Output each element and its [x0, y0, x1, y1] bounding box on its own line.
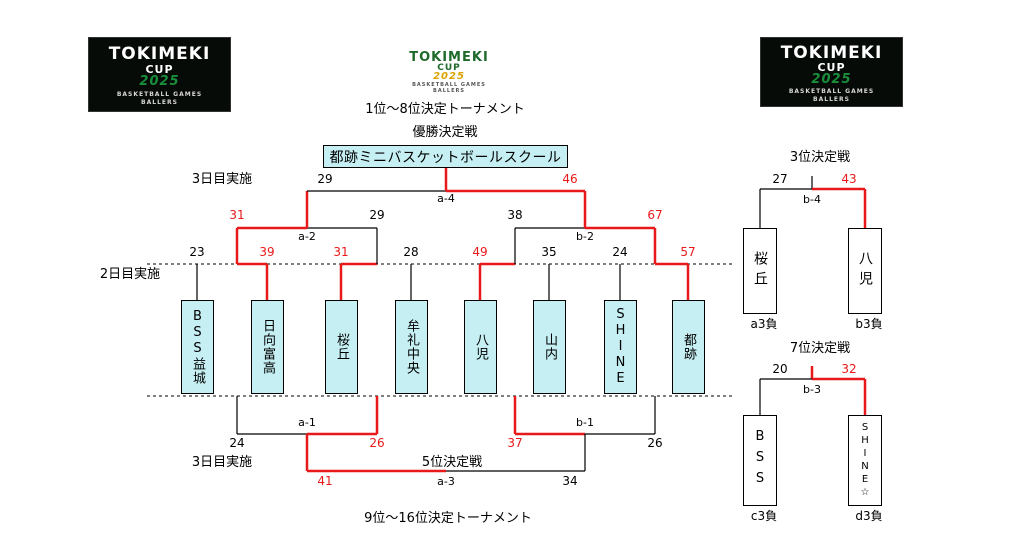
seventh-label: b-3	[803, 383, 821, 396]
fifth-label: 5位決定戦	[422, 455, 482, 470]
r1-2-score-right: 35	[541, 245, 556, 259]
logo-cup: CUP	[145, 63, 174, 76]
day3-top-label: 3日目実施	[192, 171, 252, 187]
third-score-right: 43	[841, 172, 856, 186]
team-box-4: 八児	[464, 300, 497, 394]
logo-cup: CUP	[437, 63, 461, 73]
semi-0-label: a-2	[298, 230, 316, 243]
semi-1-label: b-2	[576, 230, 594, 243]
logo-title: TOKIMEKI	[108, 44, 211, 64]
seventh-source-0: c3負	[751, 509, 777, 523]
seventh-source-1: d3負	[855, 509, 882, 523]
cons-0-score-right: 26	[369, 436, 384, 450]
logo-sub: BASKETBALL GAMES	[412, 82, 486, 88]
team-box-2: 桜丘	[325, 300, 358, 394]
day3-bottom-label: 3日目実施	[192, 454, 252, 470]
r1-0-score-left: 23	[189, 245, 204, 259]
champion-box: 都跡ミニバスケットボールスクール	[323, 145, 568, 168]
fifth-score-left: 41	[317, 474, 332, 488]
r1-3-score-right: 57	[680, 245, 695, 259]
team-box-6: SHINE	[604, 300, 637, 394]
logo-year: 2025	[139, 74, 180, 89]
semi-0-score-left: 31	[229, 208, 244, 222]
r1-2-score-left: 49	[472, 245, 487, 259]
seventh-score-right: 32	[841, 362, 856, 376]
team-box-3: 牟礼中央	[395, 300, 428, 394]
logo-sub: BASKETBALL GAMES	[116, 91, 203, 98]
third-title: 3位決定戦	[790, 150, 850, 165]
tokimeki-cup-logo-center: TOKIMEKI CUP 2025 BASKETBALL GAMES BALLE…	[395, 48, 503, 94]
third-team-box-1: 八児	[848, 228, 882, 314]
third-team-box-0: 桜丘	[743, 228, 777, 314]
logo-sub: BASKETBALL GAMES	[788, 88, 875, 95]
seventh-team-box-1: SHINE☆	[848, 415, 882, 506]
logo-title: TOKIMEKI	[409, 50, 489, 65]
semi-1-score-right: 67	[647, 208, 662, 222]
logo-year: 2025	[433, 71, 465, 82]
cons-0-label: a-1	[298, 416, 316, 429]
third-source-0: a3負	[751, 317, 778, 331]
cons-1-score-right: 26	[647, 436, 662, 450]
fifth-label-code: a-3	[437, 475, 455, 488]
day2-label: 2日目実施	[100, 266, 160, 282]
r1-1-score-left: 31	[333, 245, 348, 259]
r1-3-score-left: 24	[612, 245, 627, 259]
r1-0-score-right: 39	[259, 245, 274, 259]
cons-1-score-left: 37	[507, 436, 522, 450]
cons-1-label: b-1	[576, 416, 594, 429]
seventh-title: 7位決定戦	[790, 341, 850, 356]
logo-sponsor: BALLERS	[433, 88, 465, 94]
main-title: 1位～8位決定トーナメント	[365, 102, 525, 117]
tokimeki-cup-logo-left: TOKIMEKI CUP 2025 BASKETBALL GAMES BALLE…	[88, 37, 231, 112]
third-source-1: b3負	[855, 317, 882, 331]
team-box-0: BSS益城	[181, 300, 214, 394]
cons-0-score-left: 24	[229, 436, 244, 450]
final-label: 優勝決定戦	[412, 125, 477, 140]
team-box-7: 都跡	[672, 300, 705, 394]
semi-0-score-right: 29	[369, 208, 384, 222]
logo-sponsor: BALLERS	[813, 96, 850, 103]
logo-title: TOKIMEKI	[780, 43, 883, 63]
final-score-right: 46	[562, 172, 577, 186]
fifth-score-right: 34	[562, 474, 577, 488]
semi-1-score-left: 38	[507, 208, 522, 222]
final-score-left: 29	[317, 172, 332, 186]
seventh-team-box-0: BSS	[743, 415, 777, 506]
tokimeki-cup-logo-right: TOKIMEKI CUP 2025 BASKETBALL GAMES BALLE…	[760, 37, 903, 107]
logo-cup: CUP	[817, 61, 846, 74]
third-score-left: 27	[772, 172, 787, 186]
team-box-5: 山内	[533, 300, 566, 394]
r1-1-score-right: 28	[403, 245, 418, 259]
lower-title: 9位～16位決定トーナメント	[364, 511, 532, 526]
third-label: b-4	[803, 193, 821, 206]
seventh-score-left: 20	[772, 362, 787, 376]
logo-sponsor: BALLERS	[141, 99, 178, 106]
final-label-code: a-4	[437, 192, 455, 205]
logo-year: 2025	[811, 72, 852, 87]
team-box-1: 日向富高	[251, 300, 284, 394]
